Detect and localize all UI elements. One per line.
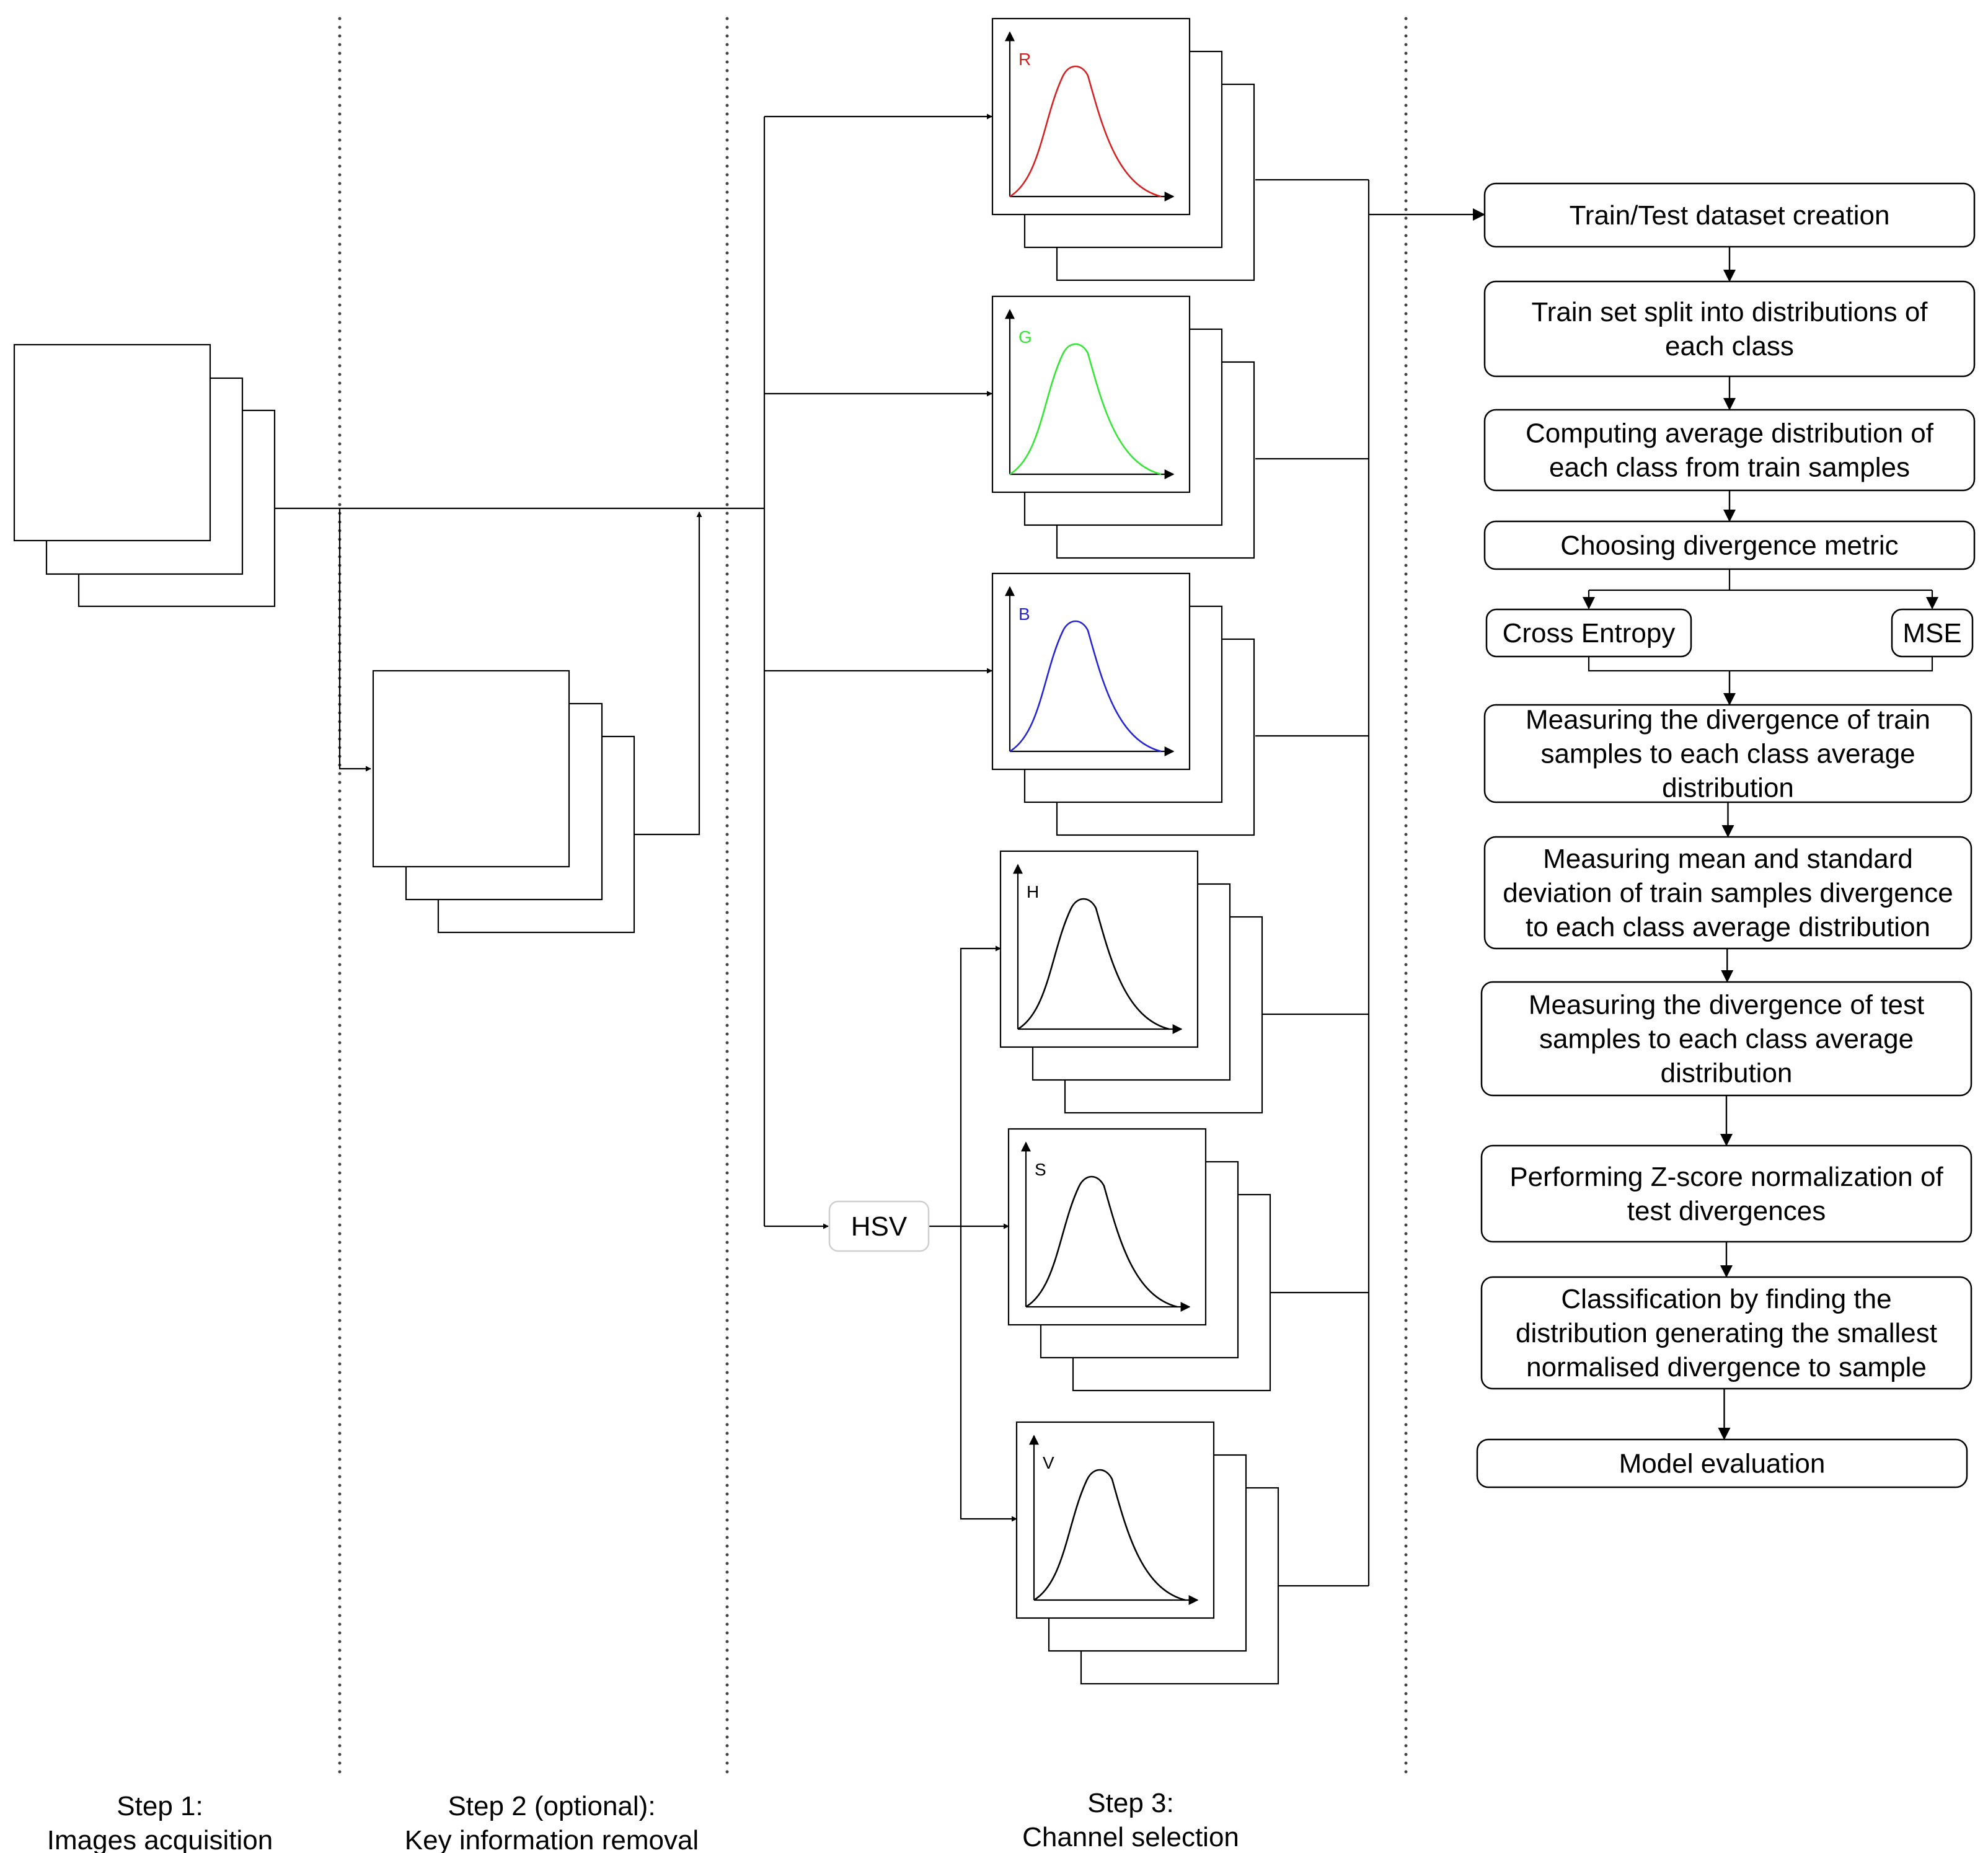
channel-label-v: V — [1043, 1453, 1054, 1472]
pipeline-step-4: Choosing divergence metric — [1483, 520, 1976, 570]
pipeline-step-3: Computing average distribution of each cl… — [1483, 409, 1976, 492]
distribution-curve-h — [1017, 898, 1170, 1030]
distribution-curve-r — [1009, 65, 1162, 198]
channel-label-h: H — [1027, 882, 1039, 901]
pipeline-step-9-text: normalised divergence to sample — [1526, 1352, 1927, 1382]
channel-label-r: R — [1018, 50, 1031, 69]
pipeline-step-3-text: Computing average distribution of — [1526, 418, 1934, 449]
step-labels: Step 1: Images acquisition Step 2 (optio… — [47, 1788, 1239, 1853]
pipeline-step-10: Model evaluation — [1476, 1438, 1968, 1488]
channel-r-stack: R — [991, 17, 1255, 281]
histogram-frame-g — [991, 295, 1191, 493]
distribution-curve-v — [1033, 1469, 1186, 1601]
metric-cross-entropy: Cross Entropy — [1485, 608, 1692, 658]
pipeline-step-6: Measuring mean and standard deviation of … — [1483, 836, 1973, 950]
pipeline-step-6-text: to each class average distribution — [1526, 912, 1930, 942]
channel-s-stack: S — [1007, 1128, 1271, 1392]
connectors-right — [1255, 179, 1485, 1587]
pipeline-step-10-text: Model evaluation — [1619, 1449, 1826, 1479]
pipeline-step-4-text: Choosing divergence metric — [1560, 531, 1898, 561]
pipeline-step-5-text: distribution — [1662, 773, 1794, 803]
pipeline-step-5-text: Measuring the divergence of train — [1526, 705, 1930, 735]
pipeline-step-9: Classification by finding the distributio… — [1480, 1276, 1973, 1390]
distribution-curve-g — [1009, 343, 1162, 475]
pipeline-step-3-text: each class from train samples — [1549, 453, 1910, 483]
channel-g-stack: G — [991, 295, 1255, 559]
pipeline-step-8-text: test divergences — [1627, 1196, 1826, 1226]
pipeline-step-7-text: samples to each class average — [1539, 1024, 1914, 1055]
channel-label-b: B — [1018, 604, 1030, 624]
channel-h-stack: H — [999, 850, 1263, 1114]
step-separators — [338, 17, 1408, 1775]
metric-label: Cross Entropy — [1503, 618, 1676, 648]
distribution-curve-s — [1025, 1175, 1178, 1308]
pipeline-step-7-text: Measuring the divergence of test — [1529, 990, 1924, 1020]
step3-line2: Channel selection — [1022, 1822, 1239, 1852]
hsv-label: HSV — [851, 1211, 908, 1242]
connectors-left — [275, 113, 1017, 1522]
step2-line2: Key information removal — [405, 1825, 699, 1853]
pipeline-step-2-text: Train set split into distributions of — [1531, 297, 1928, 327]
pipeline-step-1: Train/Test dataset creation — [1483, 182, 1976, 248]
distribution-curve-b — [1009, 620, 1162, 753]
image-stack-step2 — [372, 670, 635, 934]
pipeline-step-9-text: Classification by finding the — [1561, 1284, 1891, 1314]
metric-mse: MSE — [1891, 608, 1974, 658]
pipeline-step-9-text: distribution generating the smallest — [1516, 1318, 1937, 1348]
image-stack-step1 — [13, 343, 276, 608]
pipeline-step-2-text: each class — [1665, 331, 1794, 361]
channel-b-stack: B — [991, 572, 1255, 836]
pipeline-step-7: Measuring the divergence of test samples … — [1480, 981, 1973, 1097]
pipeline-step-2: Train set split into distributions of eac… — [1483, 280, 1976, 378]
pipeline-step-6-text: deviation of train samples divergence — [1503, 878, 1953, 908]
pipeline-step-1-text: Train/Test dataset creation — [1570, 200, 1890, 231]
metric-label: MSE — [1902, 618, 1961, 648]
channel-histograms: R G B H S V — [991, 17, 1279, 1685]
step3-line1: Step 3: — [1087, 1788, 1173, 1818]
pipeline-step-8-text: Performing Z-score normalization of — [1509, 1162, 1943, 1192]
pipeline-step-7-text: distribution — [1661, 1058, 1793, 1089]
pipeline-step-8: Performing Z-score normalization of test … — [1480, 1144, 1973, 1243]
metric-options: Cross Entropy MSE — [1485, 569, 1974, 705]
pipeline-step-6-text: Measuring mean and standard — [1543, 844, 1913, 874]
pipeline-step-5-text: samples to each class average — [1540, 739, 1915, 769]
step2-line1: Step 2 (optional): — [448, 1791, 655, 1821]
hsv-node: HSV — [828, 1200, 930, 1252]
channel-label-g: G — [1018, 327, 1032, 347]
pipeline-step-5: Measuring the divergence of train samples… — [1483, 704, 1973, 803]
step1-line2: Images acquisition — [47, 1825, 273, 1853]
channel-label-s: S — [1035, 1160, 1046, 1179]
channel-v-stack: V — [1015, 1421, 1279, 1685]
step1-line1: Step 1: — [117, 1791, 203, 1821]
